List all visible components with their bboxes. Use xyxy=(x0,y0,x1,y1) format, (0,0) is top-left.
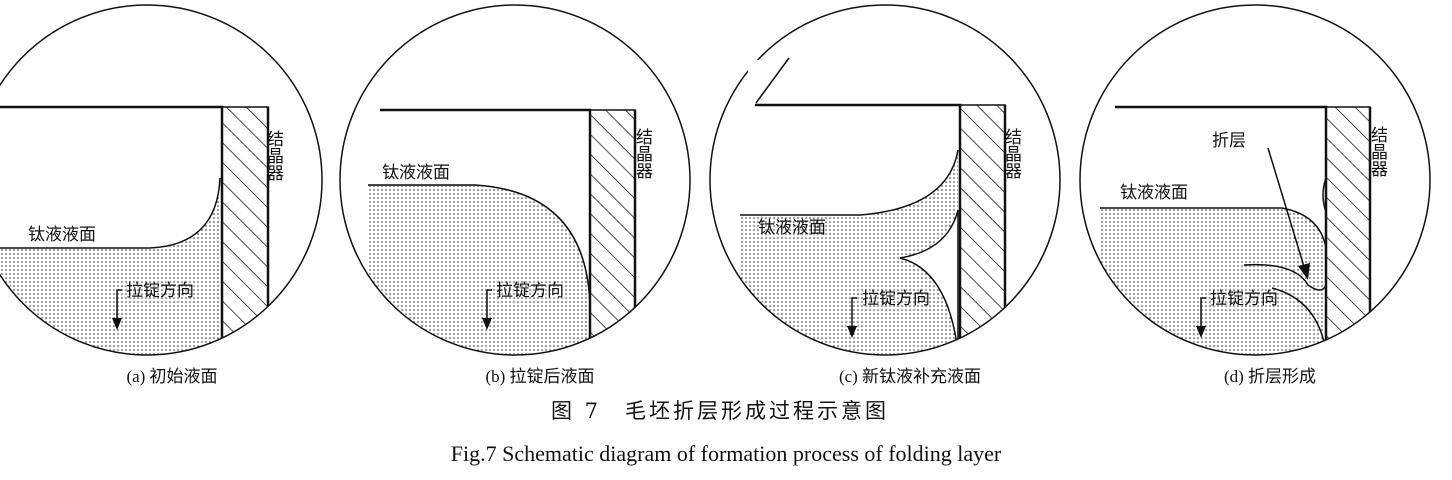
pull-direction-label: 拉锭方向 xyxy=(126,281,194,301)
circle-gap xyxy=(748,60,778,96)
liquid-surface-label: 钛液液面 xyxy=(758,218,826,238)
pull-direction-arrow xyxy=(486,289,492,322)
mold-wall xyxy=(589,109,636,355)
panel-c: 钛液液面 拉锭方向 结晶器 (c) 新钛液补充液面 xyxy=(709,4,1061,386)
panel-caption: (a) 初始液面 xyxy=(126,367,217,386)
arrowhead xyxy=(1196,326,1206,338)
solidified-shell-cusp xyxy=(899,209,959,353)
mold-wall xyxy=(1325,106,1371,355)
ingot-outline xyxy=(755,103,962,355)
arrowhead xyxy=(482,318,492,330)
liquid-region xyxy=(368,185,590,355)
mold-label: 结晶器 xyxy=(632,128,653,179)
panel-caption: (b) 拉锭后液面 xyxy=(485,367,594,386)
ingot-outline xyxy=(380,108,592,355)
liquid-surface-line xyxy=(368,184,591,309)
liquid-region xyxy=(740,150,958,355)
pull-direction-label: 拉锭方向 xyxy=(496,281,564,301)
fold-pointer-arrow xyxy=(1267,147,1306,271)
arrowhead xyxy=(112,318,122,330)
liquid-surface-label: 钛液液面 xyxy=(382,163,450,183)
mold-label: 结晶器 xyxy=(263,130,284,181)
figure-title-chinese: 图 7 毛坯折层形成过程示意图 xyxy=(551,399,889,423)
magnified-view-circle xyxy=(339,4,691,356)
circle-broken-edge xyxy=(755,57,790,104)
liquid-surface-line xyxy=(0,177,221,249)
arrowhead xyxy=(1298,263,1310,280)
panel-b: 钛液液面 拉锭方向 结晶器 (b) 拉锭后液面 xyxy=(339,4,691,386)
pull-direction-arrow xyxy=(116,289,122,322)
panel-d: 折层 钛液液面 拉锭方向 结晶器 (d) 折层形成 xyxy=(1079,4,1431,386)
liquid-surface-label: 钛液液面 xyxy=(28,225,96,245)
ingot-outline xyxy=(0,105,224,355)
magnified-view-circle xyxy=(709,4,1061,356)
panel-caption: (c) 新钛液补充液面 xyxy=(839,367,981,386)
fold-layer-label: 折层 xyxy=(1212,131,1246,151)
liquid-region xyxy=(0,178,220,355)
mold-wall xyxy=(959,104,1006,355)
pull-direction-label: 拉锭方向 xyxy=(1210,289,1278,309)
arrowhead xyxy=(847,326,857,338)
pull-direction-label: 拉锭方向 xyxy=(862,289,930,309)
pull-direction-arrow xyxy=(1200,297,1206,330)
liquid-region xyxy=(1100,208,1326,355)
mold-label: 结晶器 xyxy=(1367,126,1388,177)
figure-title-english: Fig.7 Schematic diagram of formation pro… xyxy=(451,441,1002,466)
ingot-outline xyxy=(1115,105,1328,355)
liquid-surface-line xyxy=(740,149,959,216)
liquid-surface-label: 钛液液面 xyxy=(1120,183,1188,203)
fold-layer-curve xyxy=(1243,263,1327,291)
panel-caption: (d) 折层形成 xyxy=(1224,367,1316,386)
pull-direction-arrow xyxy=(851,297,857,330)
magnified-view-circle xyxy=(0,4,323,356)
magnified-view-circle xyxy=(1079,4,1431,356)
mold-wall xyxy=(221,106,269,355)
panel-a: 钛液液面 拉锭方向 结晶器 (a) 初始液面 xyxy=(0,4,323,386)
liquid-surface-line xyxy=(1100,207,1327,249)
mold-label: 结晶器 xyxy=(1001,128,1022,179)
